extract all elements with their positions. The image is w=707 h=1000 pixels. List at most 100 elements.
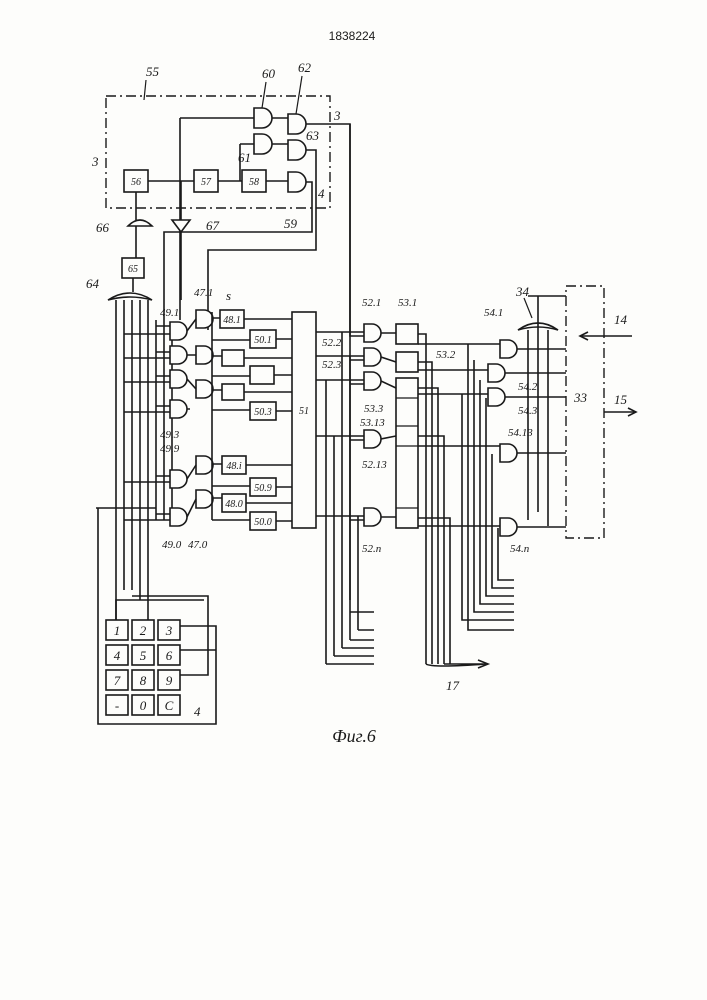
- label-47-0: 47.0: [188, 539, 208, 551]
- keypad-bus: [116, 300, 148, 620]
- gate-54-n: [500, 518, 517, 536]
- block-50-1-label: 50.1: [254, 335, 272, 346]
- 54-extra-lines: [462, 344, 514, 630]
- label-59: 59: [284, 216, 298, 231]
- key-9-label: 9: [166, 673, 173, 688]
- gate-60: [254, 108, 272, 128]
- gate-54-2: [488, 364, 505, 382]
- block-51-label: 51: [299, 406, 309, 417]
- gate-52-13: [364, 430, 381, 448]
- label-54-n: 54.n: [510, 543, 530, 555]
- label-55: 55: [146, 64, 160, 79]
- key-5-label: 5: [140, 648, 147, 663]
- gate-52-1: [364, 324, 381, 342]
- block-53-stack: [396, 378, 418, 528]
- figure-caption: Фиг.6: [332, 726, 376, 746]
- gate-49-x: [170, 370, 187, 388]
- block-56-label: 56: [131, 177, 141, 188]
- label-34: 34: [515, 284, 530, 299]
- gate-54-13: [500, 444, 517, 462]
- block-50-0-label: 50.0: [254, 517, 272, 528]
- label-67: 67: [206, 218, 220, 233]
- label-49-9: 49.9: [160, 443, 180, 455]
- block-53-1: [396, 324, 418, 344]
- gate-47-1: [196, 310, 213, 328]
- key-2-label: 2: [140, 623, 147, 638]
- gate-62: [288, 114, 306, 134]
- gate-67: [172, 220, 190, 232]
- gate-49-2: [170, 346, 187, 364]
- label-3-left: 3: [91, 154, 99, 169]
- gate-59: [288, 172, 306, 192]
- label-3-right: 3: [333, 108, 341, 123]
- label-64: 64: [86, 276, 100, 291]
- label-47-1: 47.1: [194, 287, 213, 299]
- bus-17-lines: [418, 334, 450, 664]
- label-53-2: 53.2: [436, 349, 456, 361]
- leader-34: [524, 298, 532, 318]
- label-17: 17: [446, 678, 460, 693]
- gate-49-1: [170, 322, 187, 340]
- keypad-label-4: 4: [194, 704, 201, 719]
- label-63: 63: [306, 128, 320, 143]
- gate-54-1: [500, 340, 517, 358]
- gate-52-3: [364, 372, 381, 390]
- label-53-13: 53.13: [360, 417, 385, 429]
- patent-number: 1838224: [329, 29, 376, 43]
- gate-63: [288, 140, 306, 160]
- key-8-label: 8: [140, 673, 147, 688]
- label-52-13: 52.13: [362, 459, 387, 471]
- gate-52-2: [364, 348, 381, 366]
- label-49-3: 49.3: [160, 429, 180, 441]
- block-50-9-label: 50.9: [254, 483, 272, 494]
- block-48-i-label: 48.i: [226, 461, 242, 472]
- block-65-label: 65: [128, 264, 138, 275]
- label-49-0: 49.0: [162, 539, 182, 551]
- block-50-3-label: 50.3: [254, 407, 272, 418]
- label-53-1: 53.1: [398, 297, 417, 309]
- box-feed-wires: [212, 312, 250, 520]
- keypad: 1 2 3 4 5 6 7 8 9 - 0 C: [106, 620, 180, 715]
- gate-61: [254, 134, 272, 154]
- label-54-13: 54.13: [508, 427, 533, 439]
- block-57-label: 57: [201, 177, 212, 188]
- label-14: 14: [614, 312, 628, 327]
- block-48-3: [222, 384, 244, 400]
- block-51: [292, 312, 316, 528]
- block-48-0-label: 48.0: [225, 499, 243, 510]
- block-33-label: 33: [573, 390, 588, 405]
- key-3-label: 3: [165, 623, 173, 638]
- label-49-1: 49.1: [160, 307, 179, 319]
- leader-62: [296, 76, 302, 114]
- leader-60: [262, 82, 266, 108]
- gate-64: [108, 293, 152, 300]
- gate-49-3: [170, 400, 187, 418]
- label-60: 60: [262, 66, 276, 81]
- lower-bus: [326, 332, 358, 664]
- label-4-right: 4: [318, 186, 325, 201]
- label-52-3: 52.3: [322, 359, 342, 371]
- bus-17-arrow-line: [426, 664, 486, 666]
- key-1-label: 1: [114, 623, 121, 638]
- label-52-n: 52.n: [362, 543, 382, 555]
- label-62: 62: [298, 60, 312, 75]
- key-clear-label: C: [165, 698, 174, 713]
- label-66: 66: [96, 220, 110, 235]
- gate-54-3: [488, 388, 505, 406]
- label-54-1: 54.1: [484, 307, 503, 319]
- key-6-label: 6: [166, 648, 173, 663]
- label-53-3: 53.3: [364, 403, 384, 415]
- gate-49-0: [170, 508, 187, 526]
- label-52-1: 52.1: [362, 297, 381, 309]
- block-53-2: [396, 352, 418, 372]
- gate49-to-47: [187, 319, 196, 517]
- block-48-1-label: 48.1: [223, 315, 241, 326]
- label-52-2: 52.2: [322, 337, 342, 349]
- key-minus-label: -: [115, 698, 119, 713]
- gate-wires: [136, 181, 181, 300]
- leader-55: [144, 80, 146, 100]
- block-58-label: 58: [249, 177, 259, 188]
- gate-49-9: [170, 470, 187, 488]
